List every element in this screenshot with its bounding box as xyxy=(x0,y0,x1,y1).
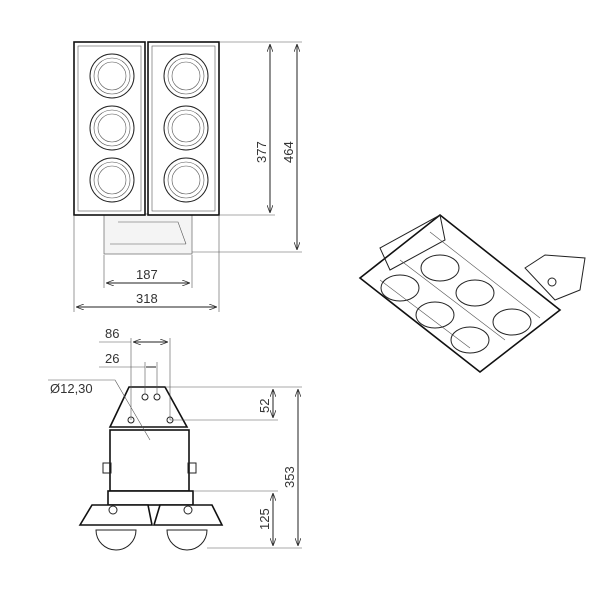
dim-label-187: 187 xyxy=(136,267,158,282)
front-view: 377 464 187 318 xyxy=(73,41,302,312)
dim-label-464: 464 xyxy=(281,141,296,163)
light-module-ring xyxy=(167,109,205,147)
driver-box xyxy=(103,213,193,255)
light-module-ring xyxy=(89,157,135,203)
dim-label-hole-diameter: Ø12,30 xyxy=(50,381,93,396)
light-module-ring xyxy=(163,53,209,99)
iso-lamp xyxy=(415,301,455,329)
dim-label-377: 377 xyxy=(254,141,269,163)
housing-box xyxy=(109,429,190,492)
dim-label-86: 86 xyxy=(105,326,119,341)
iso-lamp xyxy=(380,274,420,302)
dim-label-125: 125 xyxy=(257,508,272,530)
right-lamp-holder xyxy=(152,504,224,526)
light-module-ring xyxy=(93,161,131,199)
iso-body xyxy=(358,213,562,374)
light-module-ring xyxy=(163,157,209,203)
dim-label-52: 52 xyxy=(257,399,272,413)
light-module-ring xyxy=(89,105,135,151)
light-module-ring xyxy=(97,165,127,195)
light-module-ring xyxy=(171,113,201,143)
light-module-ring xyxy=(171,61,201,91)
left-lamp-holder xyxy=(78,504,153,526)
base-plate xyxy=(107,490,194,506)
light-module-ring xyxy=(89,53,135,99)
right-lamp-dome xyxy=(166,529,208,551)
side-view: 86 26 Ø12,30 52 353 125 xyxy=(48,326,302,551)
iso-lamp xyxy=(492,308,532,336)
light-module-ring xyxy=(93,57,131,95)
dim-label-318: 318 xyxy=(136,291,158,306)
iso-lamp xyxy=(455,279,495,307)
driver-box-detail xyxy=(110,221,187,245)
light-module-ring xyxy=(97,113,127,143)
left-lamp-dome xyxy=(95,529,137,551)
isometric-view xyxy=(358,213,586,374)
light-module-ring xyxy=(163,105,209,151)
mounting-bracket xyxy=(108,386,189,428)
light-module-ring xyxy=(97,61,127,91)
iso-lamp xyxy=(420,254,460,282)
light-module-ring xyxy=(167,161,205,199)
iso-bracket xyxy=(524,254,586,301)
light-module-ring xyxy=(171,165,201,195)
dim-label-26: 26 xyxy=(105,351,119,366)
iso-lamp xyxy=(450,326,490,354)
dim-label-353: 353 xyxy=(282,466,297,488)
light-module-ring xyxy=(167,57,205,95)
light-modules xyxy=(89,53,209,203)
light-module-ring xyxy=(93,109,131,147)
